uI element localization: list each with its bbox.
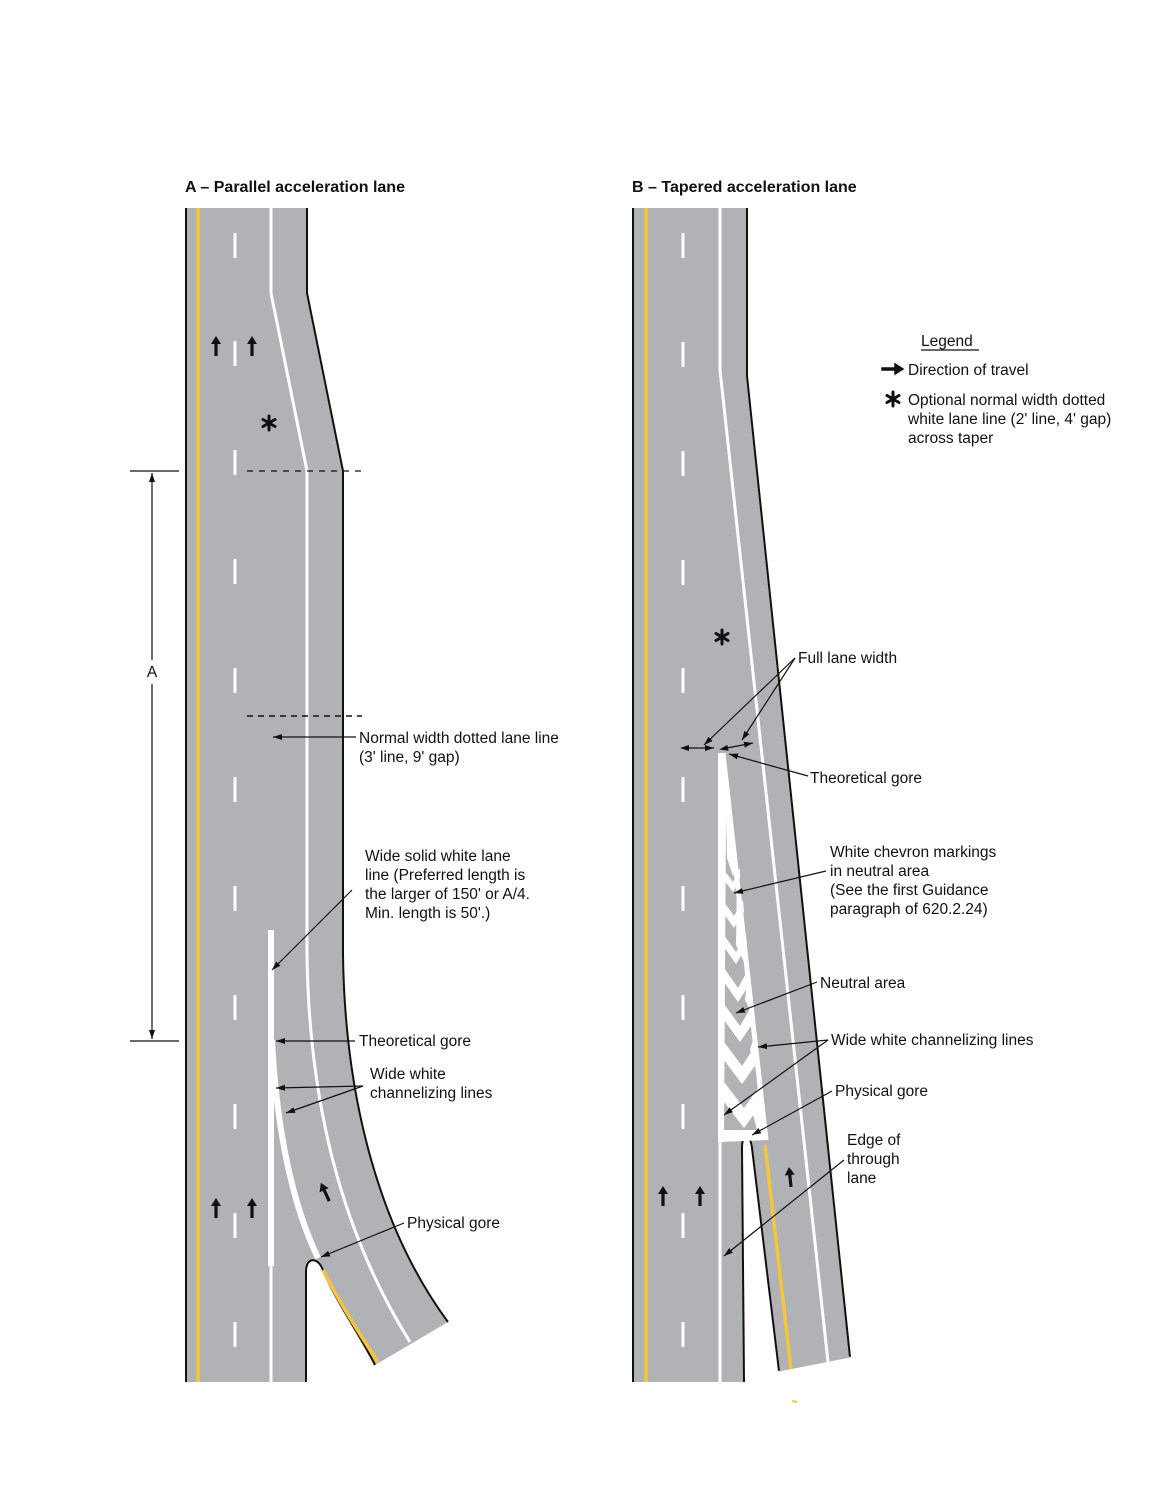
- panel-a-ramp-yellow-line: [321, 1269, 380, 1363]
- arrow-right-icon: [881, 362, 905, 376]
- label-neutral-area: Neutral area: [820, 975, 906, 992]
- dimension-a: A: [130, 470, 179, 1042]
- panel-b-neutral-area: [718, 752, 769, 1142]
- legend-item-asterisk: Optional normal width dotted white lane …: [885, 390, 1116, 447]
- panel-b-pavement: [633, 208, 850, 1382]
- leader-channelizing-b2: [723, 1039, 829, 1116]
- label-edge-through: Edge of through lane: [847, 1132, 905, 1187]
- panel-a-right-edge: [306, 208, 449, 1323]
- leader-wide-solid: [271, 889, 353, 971]
- label-theoretical-gore-b: Theoretical gore: [810, 770, 922, 787]
- label-full-lane-width: Full lane width: [798, 650, 897, 667]
- asterisk-icon: [885, 390, 901, 408]
- panel-b-lane-line: [718, 208, 830, 1363]
- leader-neutral-area: [735, 981, 818, 1014]
- panel-a-title-text: – Parallel acceleration lane: [196, 179, 405, 196]
- panel-a-title-prefix: A: [185, 179, 197, 196]
- legend-direction-label: Direction of travel: [908, 362, 1029, 379]
- panel-a-title: A – Parallel acceleration lane: [185, 179, 405, 196]
- panel-a-lane-line: [269, 208, 412, 1343]
- leader-theoretical-gore-b: [728, 753, 809, 777]
- leader-chevron: [733, 870, 827, 894]
- label-physical-gore-a: Physical gore: [407, 1215, 500, 1232]
- panel-b: B – Tapered acceleration lane: [632, 179, 1034, 1403]
- leader-full-lane-width-1: [703, 657, 796, 746]
- panel-b-right-edge: [746, 208, 851, 1358]
- label-channelizing-a: Wide white channelizing lines: [370, 1066, 493, 1102]
- full-lane-width-right: [719, 741, 754, 751]
- panel-b-channelizing-right: [720, 752, 769, 1141]
- label-wide-solid: Wide solid white lane line (Preferred le…: [365, 848, 534, 922]
- leader-channelizing-a2: [285, 1085, 364, 1114]
- panel-b-ramp-yellow-line: [763, 1144, 793, 1370]
- label-normal-dotted: Normal width dotted lane line (3' line, …: [359, 730, 563, 766]
- panel-b-title-text: – Tapered acceleration lane: [644, 179, 857, 196]
- label-channelizing-b: Wide white channelizing lines: [831, 1032, 1034, 1049]
- legend-item-direction: Direction of travel: [881, 362, 1029, 379]
- label-theoretical-gore-a: Theoretical gore: [359, 1033, 471, 1050]
- panel-a-pavement: [186, 208, 448, 1382]
- leader-channelizing-b1: [757, 1039, 829, 1050]
- leader-physical-gore-b: [751, 1090, 833, 1136]
- legend-asterisk-label: Optional normal width dotted white lane …: [907, 392, 1116, 447]
- panel-a-channelizing-line: [269, 1039, 321, 1260]
- panel-b-stray-mark: [791, 1400, 798, 1403]
- legend-title: Legend: [921, 333, 973, 350]
- leader-full-lane-width-2: [741, 657, 796, 741]
- panel-b-title-prefix: B: [632, 179, 644, 196]
- leader-edge-through: [723, 1159, 845, 1257]
- label-physical-gore-b: Physical gore: [835, 1083, 928, 1100]
- legend: Legend Direction of travel Optional norm…: [881, 333, 1116, 447]
- dimension-a-label: A: [147, 664, 158, 681]
- panel-a-gore-edge: [305, 1259, 376, 1382]
- leader-channelizing-a1: [275, 1084, 364, 1091]
- panel-b-title: B – Tapered acceleration lane: [632, 179, 857, 196]
- panel-a: A – Parallel acceleration lane: [130, 179, 563, 1382]
- label-chevron: White chevron markings in neutral area (…: [830, 844, 1001, 918]
- leader-physical-gore-a: [320, 1222, 405, 1258]
